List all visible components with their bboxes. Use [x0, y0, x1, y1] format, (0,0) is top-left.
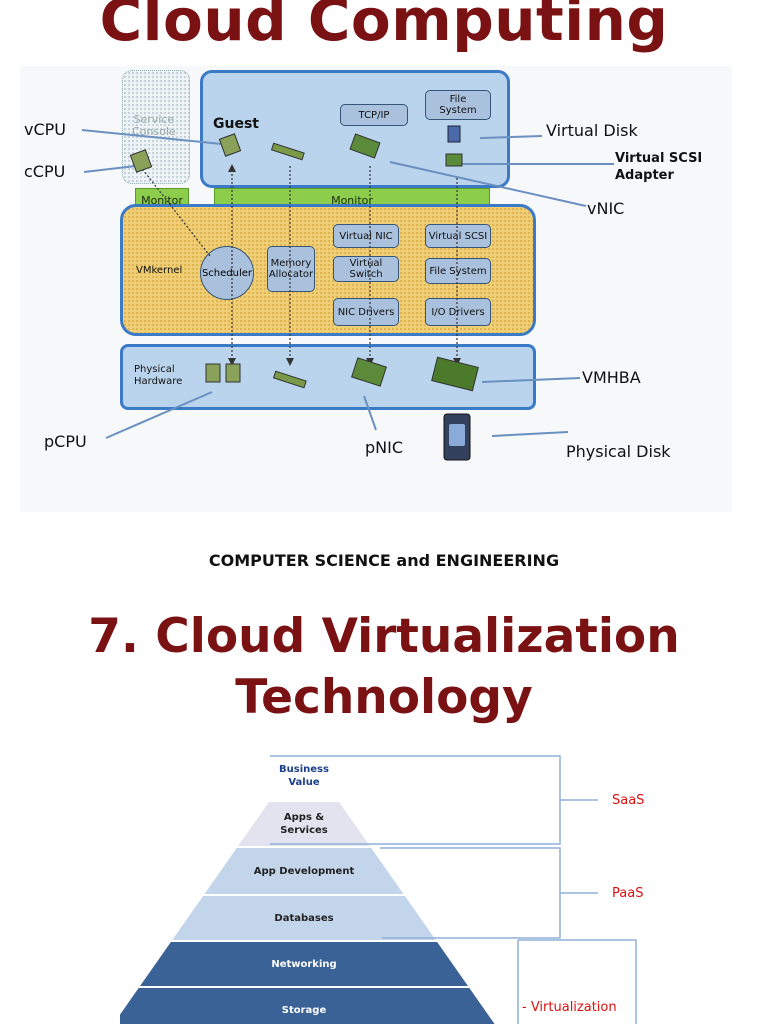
- diagram-connectors: [81, 125, 614, 461]
- callout-pcpu: pCPU: [44, 432, 87, 451]
- file-system-box: File System: [425, 258, 491, 284]
- callout-vnic: vNIC: [587, 199, 625, 218]
- guest-label: Guest: [213, 116, 259, 132]
- pyramid-tier: [238, 802, 370, 846]
- pyramid-tier-label: Networking: [271, 958, 337, 970]
- memory-chip-icons: [270, 142, 307, 389]
- io-drivers-box: I/O Drivers: [425, 298, 491, 326]
- department-subtitle: COMPUTER SCIENCE and ENGINEERING: [208, 551, 560, 570]
- pyramid-tier: [270, 752, 338, 800]
- callout-vmhba: VMHBA: [582, 368, 641, 387]
- pyramid-tier: [204, 848, 404, 894]
- pyramid-tier-label: Storage: [281, 1004, 327, 1016]
- callout-ccpu: cCPU: [24, 162, 66, 181]
- nic-drivers-box: NIC Drivers: [333, 298, 399, 326]
- pyramid-tier-label: App Development: [253, 865, 355, 877]
- callout-virtual-disk: Virtual Disk: [546, 121, 638, 140]
- page-title: Cloud Computing: [99, 0, 669, 54]
- disk-icons: [443, 125, 471, 461]
- callout-physical-disk: Physical Disk: [566, 442, 671, 461]
- group-label-virtualization: - Virtualization: [522, 1000, 617, 1015]
- cpu-chip-icons: [129, 133, 242, 383]
- vmkernel-label: VMkernel: [136, 265, 183, 276]
- service-console-box: [122, 70, 190, 184]
- chapter-title-line-1: 7. Cloud Virtualization: [88, 609, 680, 664]
- group-bracket: [518, 939, 637, 1024]
- nic-card-icons: [349, 133, 479, 392]
- pyramid-tier-label: Databases: [274, 912, 334, 924]
- virtual-nic-box: Virtual NIC: [333, 224, 399, 248]
- chapter-title-line-2: Technology: [235, 670, 533, 725]
- callout-pnic: pNIC: [365, 438, 404, 457]
- group-label-paas: PaaS: [612, 886, 644, 901]
- pyramid-graphic: [120, 752, 637, 1024]
- pyramid-tier-label: Business Value: [279, 764, 329, 788]
- callout-vcpu: vCPU: [24, 120, 66, 139]
- pyramid-tier: [120, 988, 495, 1024]
- tcpip-box: TCP/IP: [340, 104, 408, 126]
- pyramid-tier-label: Apps & Services: [280, 812, 328, 836]
- virtual-switch-box: Virtual Switch: [333, 256, 399, 282]
- pyramid-tier: [172, 896, 436, 940]
- chapter-title: 7. Cloud Virtualization Technology: [0, 606, 768, 728]
- virtual-scsi-box: Virtual SCSI: [425, 224, 491, 248]
- group-label-saas: SaaS: [612, 793, 645, 808]
- pyramid-tier: [140, 942, 468, 986]
